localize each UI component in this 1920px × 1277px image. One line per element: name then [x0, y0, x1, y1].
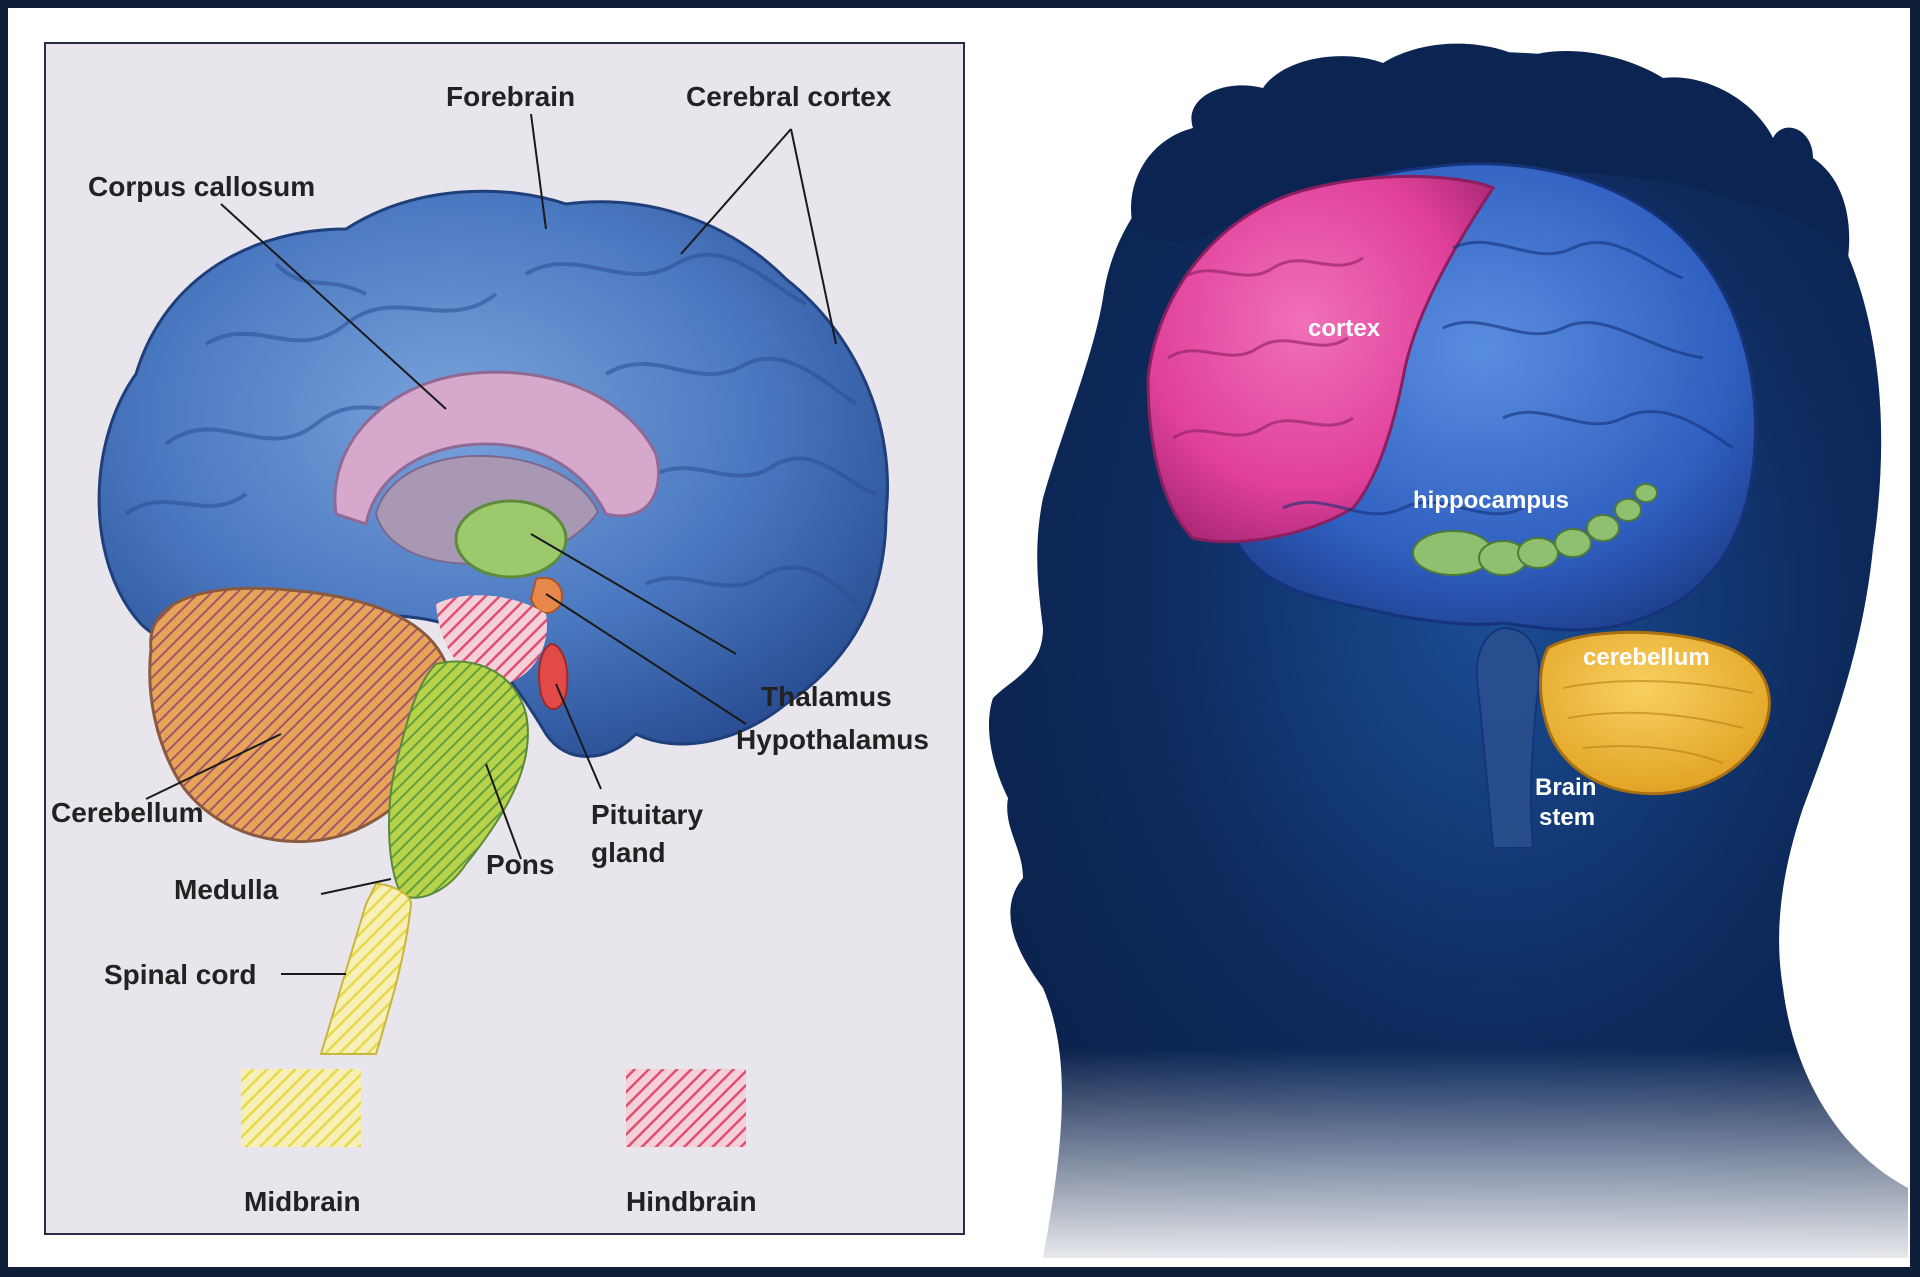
label-cortex: cortex [1308, 315, 1381, 342]
label-cerebellum: Cerebellum [51, 797, 204, 828]
spinal-cord-shape [319, 882, 413, 1055]
leader-cortex-b [790, 128, 837, 345]
legend-label-midbrain: Midbrain [244, 1186, 361, 1217]
sagittal-brain-panel: Forebrain Cerebral cortex Corpus callosu… [44, 42, 965, 1235]
label-brain-stem-1: Brain [1535, 774, 1596, 801]
leader-medulla [320, 878, 392, 895]
brain-pink-cortex [1146, 174, 1496, 544]
cerebellum-folia [1562, 680, 1754, 764]
label-corpus-callosum: Corpus callosum [88, 171, 315, 202]
label-pons: Pons [486, 849, 554, 880]
hair-shape [1131, 43, 1850, 258]
label-thalamus: Thalamus [761, 681, 892, 712]
hippocampus-shape [1412, 483, 1658, 576]
label-pituitary: Pituitary [591, 799, 703, 830]
label-brain-stem-2: stem [1539, 804, 1595, 831]
head-silhouette-svg: cortex hippocampus cerebellum Brain stem [983, 43, 1908, 1258]
leader-cortex-a [680, 128, 792, 255]
corpus-callosum-shape [333, 370, 661, 526]
legend-swatch-hindbrain [626, 1069, 746, 1147]
label-cerebral-cortex: Cerebral cortex [686, 81, 892, 112]
blue-sulci [1282, 240, 1734, 516]
thalamus-shape [454, 499, 568, 579]
label-medulla: Medulla [174, 874, 279, 905]
leader-forebrain [530, 113, 547, 230]
brain-stem-shape [1475, 626, 1540, 849]
leader-hypothalamus [545, 593, 747, 725]
leader-pituitary [555, 683, 602, 790]
sagittal-brain-svg: Forebrain Cerebral cortex Corpus callosu… [51, 81, 929, 1217]
image-frame: Forebrain Cerebral cortex Corpus callosu… [6, 6, 1912, 1269]
legend-label-hindbrain: Hindbrain [626, 1186, 757, 1217]
leader-thalamus [530, 533, 737, 655]
leader-cerebellum [145, 733, 282, 800]
label-cerebellum-right: cerebellum [1583, 644, 1710, 671]
leader-pons [485, 763, 522, 860]
label-forebrain: Forebrain [446, 81, 575, 112]
pons-shape [388, 660, 529, 899]
pink-sulci [1167, 256, 1364, 440]
label-hypothalamus: Hypothalamus [736, 724, 929, 755]
bottom-fade [983, 1048, 1908, 1258]
label-spinal-cord: Spinal cord [104, 959, 256, 990]
leader-corpus-callosum [220, 203, 447, 410]
gyri-folds [124, 252, 877, 606]
head-silhouette-panel: cortex hippocampus cerebellum Brain stem [983, 28, 1908, 1258]
legend-swatch-midbrain [241, 1069, 361, 1147]
label-hippocampus: hippocampus [1413, 487, 1569, 514]
label-pituitary-gland: gland [591, 837, 666, 868]
